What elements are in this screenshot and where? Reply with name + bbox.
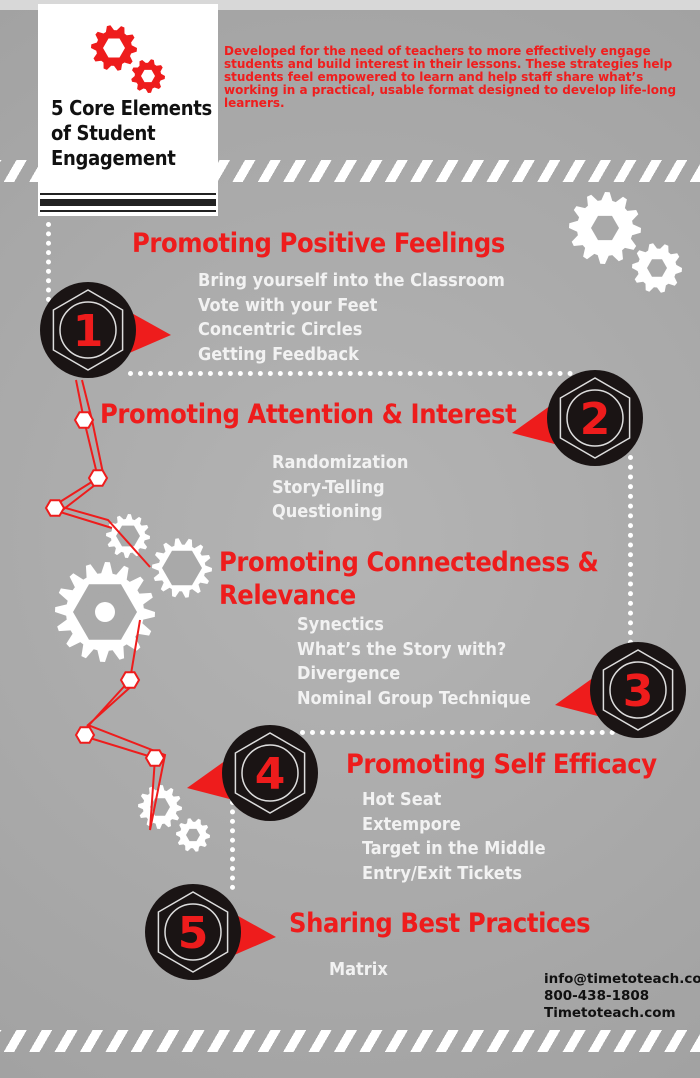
- connector: [300, 730, 635, 735]
- badge-3: 3: [555, 642, 686, 738]
- section-5-items: Matrix: [329, 958, 388, 983]
- list-item: Extempore: [362, 813, 461, 835]
- title-line: Relevance: [219, 580, 356, 611]
- list-item: Story-Telling: [272, 476, 385, 498]
- connector: [128, 371, 573, 376]
- list-item: Synectics: [297, 614, 384, 635]
- list-item: Getting Feedback: [198, 343, 359, 365]
- stripe-divider-bottom: [0, 1030, 700, 1052]
- badge-1: 1: [40, 282, 171, 378]
- gear-icon: [106, 514, 150, 558]
- badge-number: 5: [178, 908, 209, 959]
- connector: [46, 222, 51, 302]
- badge-number: 4: [255, 749, 286, 800]
- gear-icon: [176, 818, 210, 852]
- red-gear-icon: [131, 59, 165, 93]
- list-item: Hot Seat: [362, 789, 442, 810]
- title-card: 5 Core Elements of Student Engagement: [38, 4, 218, 216]
- title-line: Engagement: [51, 146, 176, 170]
- hex-nut-icon: [119, 671, 141, 689]
- badge-ring: [241, 744, 299, 802]
- list-item: Vote with your Feet: [198, 294, 378, 316]
- hex-nut-icon: [73, 411, 95, 429]
- section-4-items: Hot Seat Extempore Target in the Middle …: [362, 788, 546, 886]
- hex-nut-outline: [157, 891, 229, 973]
- gear-icon: [632, 243, 682, 293]
- list-item: Bring yourself into the Classroom: [198, 270, 505, 291]
- gear-icon: [152, 538, 212, 598]
- gear-icon: [569, 192, 641, 264]
- list-item: Concentric Circles: [198, 319, 363, 340]
- badge-number: 2: [580, 394, 611, 445]
- intro-text: Developed for the need of teachers to mo…: [224, 44, 677, 110]
- section-3-title: Promoting Connectedness & Relevance: [219, 546, 599, 612]
- badge-ring: [59, 301, 117, 359]
- badge-5: 5: [145, 884, 276, 980]
- page-title: 5 Core Elements of Student Engagement: [51, 96, 212, 171]
- list-item: Divergence: [297, 663, 401, 684]
- badge-number: 1: [73, 306, 104, 357]
- gear-hub: [95, 602, 115, 622]
- section-5-title: Sharing Best Practices: [289, 908, 591, 939]
- divider: [40, 193, 216, 195]
- section-1-items: Bring yourself into the Classroom Vote w…: [198, 269, 505, 367]
- contact-info: info@timetoteach.com 800-438-1808 Timeto…: [544, 971, 700, 1022]
- badge-ring: [566, 389, 624, 447]
- badge-circle: [590, 642, 686, 738]
- email-link[interactable]: info@timetoteach.com: [544, 971, 700, 987]
- hex-nut-outline: [602, 649, 674, 731]
- list-item: What’s the Story with?: [297, 638, 507, 660]
- hex-nut-icon: [44, 499, 66, 517]
- badge-circle: [547, 370, 643, 466]
- badge-ring: [609, 661, 667, 719]
- section-3-items: Synectics What’s the Story with? Diverge…: [297, 613, 531, 711]
- connector: [230, 800, 235, 890]
- red-gears-icon: [91, 25, 165, 93]
- phone-number: 800-438-1808: [544, 988, 650, 1004]
- list-item: Matrix: [329, 959, 388, 980]
- divider: [40, 199, 216, 206]
- hex-nut-outline: [559, 377, 631, 459]
- badge-number: 3: [623, 666, 654, 717]
- hex-nut-icon: [144, 749, 166, 767]
- top-border: [0, 0, 700, 10]
- section-2-title: Promoting Attention & Interest: [100, 399, 517, 430]
- hex-nut-outline: [234, 732, 306, 814]
- hex-nut-icon: [87, 469, 109, 487]
- divider: [40, 210, 216, 212]
- list-item: Nominal Group Technique: [297, 687, 531, 709]
- badge-ring: [164, 903, 222, 961]
- section-1-title: Promoting Positive Feelings: [132, 228, 505, 259]
- badge-circle: [222, 725, 318, 821]
- badge-circle: [145, 884, 241, 980]
- section-2-items: Randomization Story-Telling Questioning: [272, 451, 408, 525]
- hex-nut-icon: [74, 726, 96, 744]
- list-item: Target in the Middle: [362, 838, 546, 859]
- section-4-title: Promoting Self Efficacy: [346, 749, 657, 780]
- title-line: Promoting Connectedness &: [219, 547, 599, 578]
- red-gear-icon: [91, 25, 137, 71]
- badge-2: 2: [512, 370, 643, 466]
- title-line: 5 Core Elements: [51, 96, 212, 120]
- list-item: Randomization: [272, 452, 409, 473]
- connector: [628, 455, 633, 645]
- badge-circle: [40, 282, 136, 378]
- list-item: Questioning: [272, 501, 383, 522]
- website-link[interactable]: Timetoteach.com: [544, 1005, 676, 1021]
- list-item: Entry/Exit Tickets: [362, 862, 523, 884]
- hex-nut-outline: [52, 289, 124, 371]
- badge-4: 4: [187, 725, 318, 821]
- title-line: of Student: [51, 121, 156, 145]
